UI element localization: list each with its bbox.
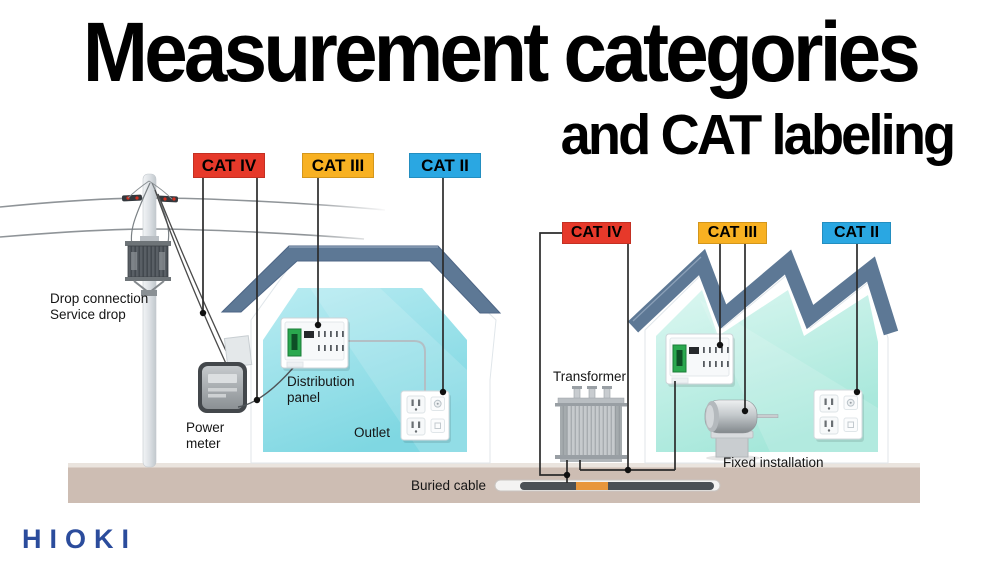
cat-iii-label-residential: CAT III — [302, 153, 374, 178]
drop-connection-label: Drop connection Service drop — [50, 291, 148, 322]
junction-dots — [199, 309, 861, 479]
power-meter-label: Power meter — [186, 420, 224, 451]
cat-iv-label-residential: CAT IV — [193, 153, 265, 178]
line-insulators — [121, 194, 179, 203]
distribution-panel-factory — [665, 333, 736, 388]
main-title: Measurement categories — [82, 5, 921, 99]
fixed-installation-label: Fixed installation — [723, 455, 824, 470]
distribution-panel-label: Distribution panel — [287, 374, 355, 405]
distribution-panel-line1: Distribution — [287, 374, 355, 389]
outlet-label: Outlet — [354, 425, 391, 440]
ground — [68, 463, 920, 503]
power-meter — [198, 335, 253, 413]
hioki-logo: HIOKI — [22, 524, 138, 554]
transformer-label: Transformer — [553, 369, 627, 384]
drop-connection-line2: Service drop — [50, 306, 126, 322]
cat-iii-label-industrial: CAT III — [698, 222, 767, 244]
ground-transformer — [555, 386, 627, 462]
distribution-panel-line2: panel — [287, 389, 321, 405]
connector-lines — [202, 177, 858, 483]
power-lines — [0, 197, 386, 240]
factory-roof — [627, 248, 899, 336]
power-meter-line1: Power — [186, 420, 225, 435]
outlet-factory — [813, 389, 865, 443]
house-roof — [220, 245, 502, 314]
service-drop-wire — [154, 189, 234, 369]
pole-transformer — [125, 241, 171, 296]
cat-ii-label-residential: CAT II — [409, 153, 481, 178]
house-wiring — [237, 340, 426, 408]
cat-iv-label-industrial: CAT IV — [562, 222, 631, 244]
buried-cable — [494, 479, 721, 492]
cat-ii-label-industrial: CAT II — [822, 222, 891, 244]
outlet-house — [400, 390, 452, 444]
drop-connection-line1: Drop connection — [50, 291, 149, 306]
subtitle: and CAT labeling — [560, 103, 955, 167]
power-meter-line2: meter — [186, 435, 221, 451]
buried-cable-label: Buried cable — [411, 478, 487, 493]
